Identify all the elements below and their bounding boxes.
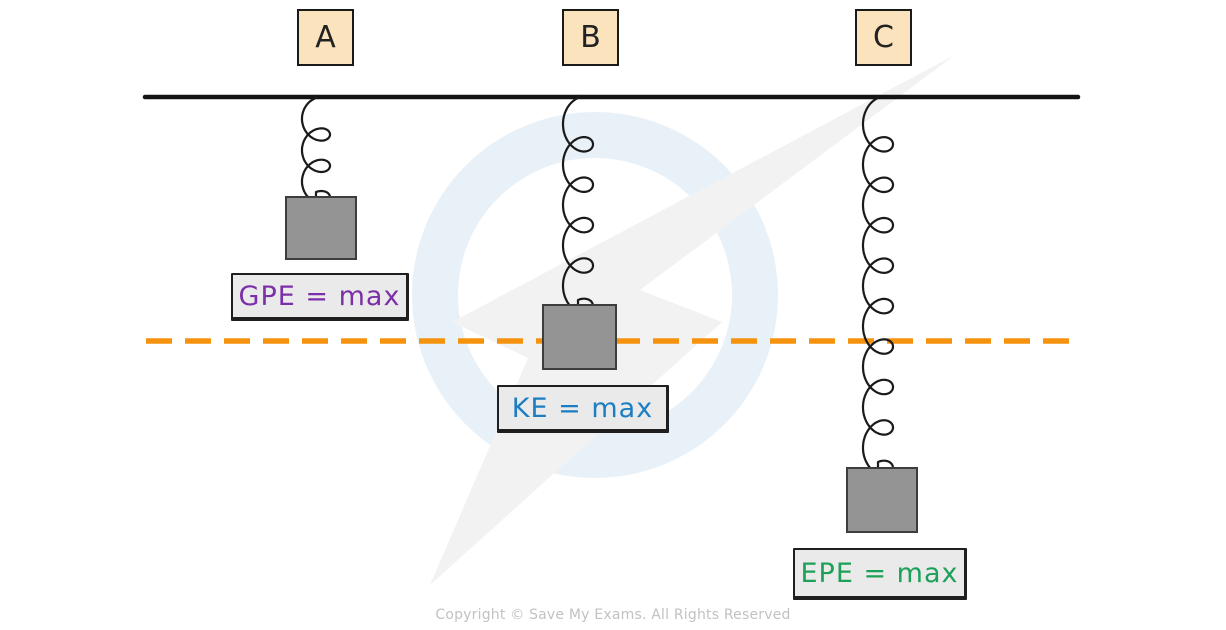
position-tag-b-label: B (580, 20, 601, 55)
mass-block-a (285, 196, 357, 260)
spring-b (561, 94, 595, 315)
energy-label-ke: KE = max (497, 385, 669, 433)
energy-label-epe: EPE = max (793, 548, 967, 600)
watermark-bolt-icon (430, 55, 955, 585)
energy-label-ke-text: KE = max (511, 392, 654, 424)
energy-label-epe-text: EPE = max (800, 557, 959, 589)
watermark-ring-icon (412, 112, 778, 478)
position-tag-a: A (297, 9, 354, 66)
spring-c (861, 94, 895, 477)
energy-label-gpe: GPE = max (231, 273, 409, 321)
mass-block-b (542, 304, 617, 370)
position-tag-a-label: A (315, 20, 336, 55)
position-tag-c-label: C (873, 20, 894, 55)
mass-block-c (846, 467, 918, 533)
position-tag-b: B (562, 9, 619, 66)
copyright-text: Copyright © Save My Exams. All Rights Re… (435, 607, 791, 623)
spring-a (300, 94, 332, 205)
energy-label-gpe-text: GPE = max (238, 280, 401, 312)
position-tag-c: C (855, 9, 912, 66)
